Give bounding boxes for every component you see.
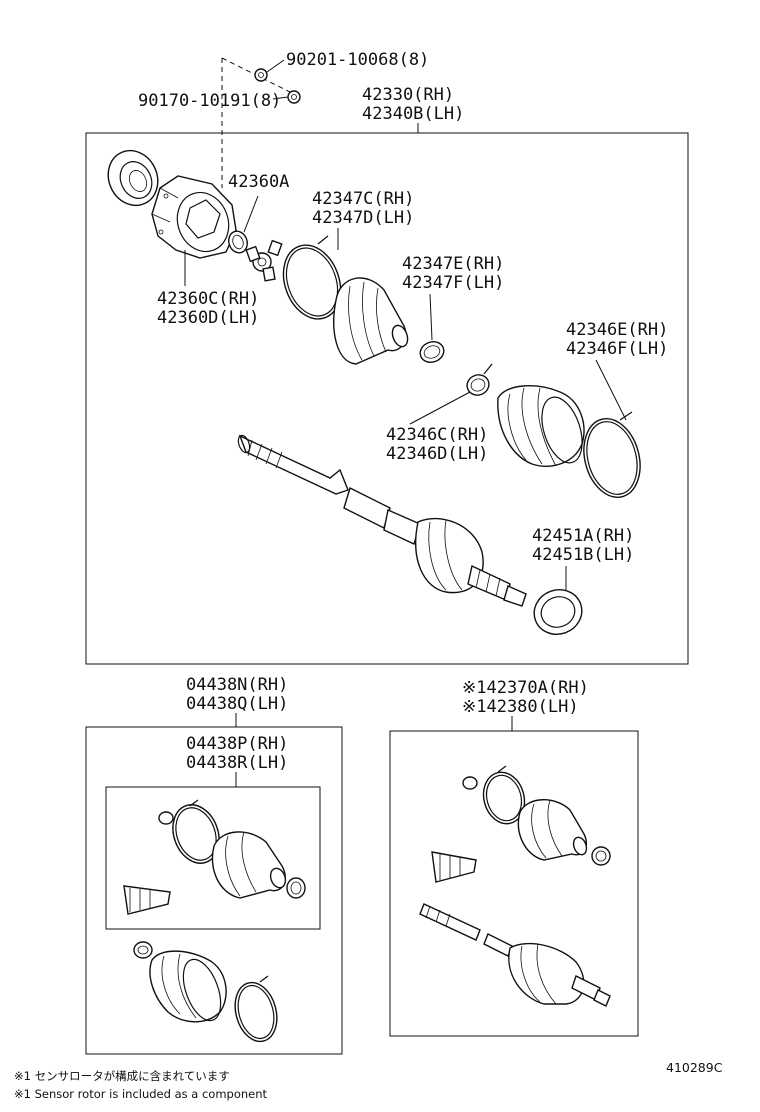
bolt-icon — [254, 68, 268, 82]
label-outer-clamp-d: 42346D(LH) — [386, 444, 488, 464]
label-snap-ring: 42360A — [228, 172, 289, 192]
kit-outer-parts-icon — [133, 941, 278, 1043]
label-band-e: 42347E(RH) — [402, 254, 504, 274]
label-assy-b: ※142380(LH) — [462, 697, 579, 717]
label-band-d: 42347D(LH) — [312, 208, 414, 228]
label-washer: 90170-10191(8) — [138, 91, 281, 111]
kit-inner-parts-icon — [123, 799, 306, 915]
washer-icon — [287, 90, 301, 104]
boot-kit-box — [85, 726, 343, 1055]
label-outer-clamp-c: 42346C(RH) — [386, 425, 488, 445]
boot-kit-inner-box — [105, 786, 321, 930]
large-band-icon — [583, 411, 641, 498]
label-band-f: 42347F(LH) — [402, 273, 504, 293]
drive-shaft-icon — [237, 434, 527, 607]
assembly-parts-icon — [419, 765, 611, 1007]
label-kit-p: 04438P(RH) — [186, 734, 288, 754]
label-band-c: 42347C(RH) — [312, 189, 414, 209]
note-japanese: ※1 センサロータが構成に含まれています — [14, 1069, 230, 1083]
shaft-assembly-box — [389, 730, 639, 1037]
snap-ring-icon — [228, 230, 248, 254]
boot-band-icon — [282, 235, 342, 320]
tripod-icon — [245, 239, 283, 282]
label-inboard-joint-lh: 42360D(LH) — [157, 308, 259, 328]
small-band-icon — [419, 341, 445, 363]
note-english: ※1 Sensor rotor is included as a compone… — [14, 1087, 268, 1101]
figure-number: 410289C — [666, 1060, 723, 1075]
label-kit-q: 04438Q(LH) — [186, 694, 288, 714]
outer-boot-icon — [497, 385, 585, 467]
label-outer-band-e: 42346E(RH) — [566, 320, 668, 340]
label-shaft-rh: 42330(RH) — [362, 85, 454, 105]
label-rotor-b: 42451B(LH) — [532, 545, 634, 565]
main-assembly-box — [85, 132, 689, 665]
label-assy-a: ※142370A(RH) — [462, 678, 589, 698]
label-outer-band-f: 42346F(LH) — [566, 339, 668, 359]
label-kit-r: 04438R(LH) — [186, 753, 288, 773]
outer-clamp-icon — [466, 363, 493, 396]
inboard-joint-icon — [151, 175, 237, 259]
label-shaft-lh: 42340B(LH) — [362, 104, 464, 124]
label-inboard-joint-rh: 42360C(RH) — [157, 289, 259, 309]
label-bolt: 90201-10068(8) — [286, 50, 429, 70]
dust-cover-icon — [107, 149, 159, 207]
label-kit-n: 04438N(RH) — [186, 675, 288, 695]
sensor-rotor-icon — [533, 589, 583, 635]
label-rotor-a: 42451A(RH) — [532, 526, 634, 546]
inner-boot-icon — [333, 277, 409, 365]
